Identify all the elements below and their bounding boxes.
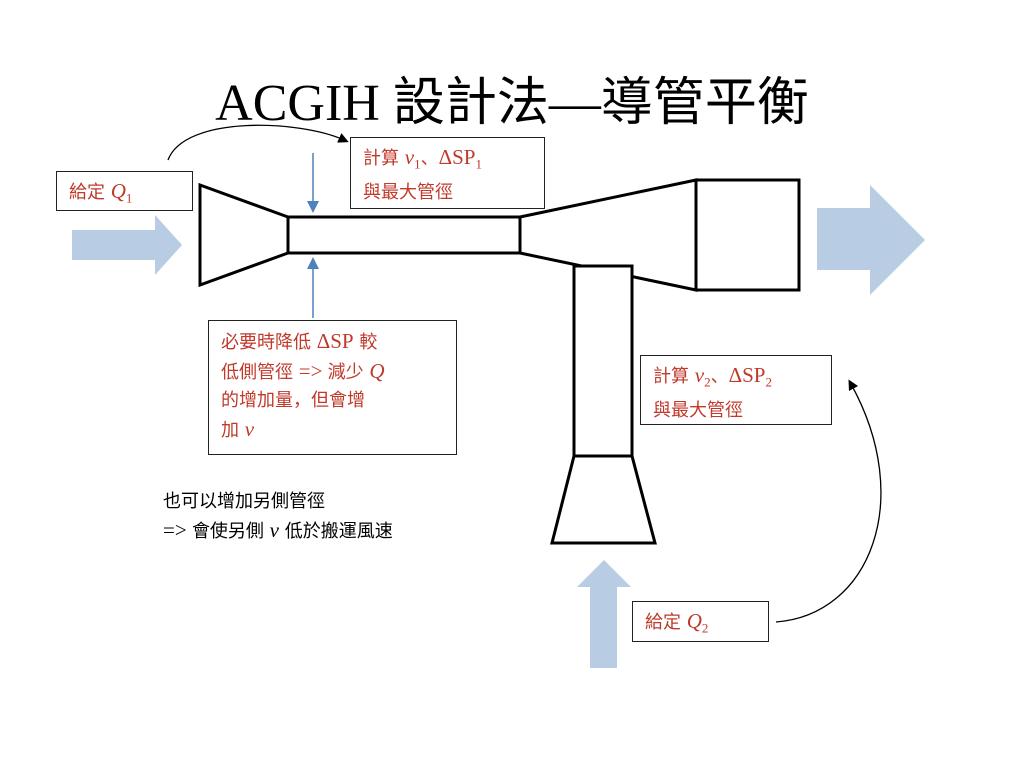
calc-v1-line2: 與最大管徑 (363, 181, 453, 203)
title-cjk: 設計法—導管平衡 (392, 75, 809, 132)
left-hood (198, 182, 290, 288)
reduce-dsp-box: 必要時降低 ΔSP 較 低側管徑 => 減少 Q 的增加量，但會增 加 v (208, 320, 457, 455)
outlet-duct (694, 178, 801, 292)
note-text: 也可以增加另側管徑 => 會使另側 v 低於搬運風速 (163, 491, 393, 542)
curved-arrow-q2-to-calc2 (775, 379, 882, 623)
calc-v2-line1: 計算 v2、ΔSP2 (653, 363, 772, 390)
calc-v2-box: 計算 v2、ΔSP2 與最大管徑 (640, 355, 832, 425)
given-q1-box: 給定 Q1 (56, 171, 193, 211)
main-duct (286, 215, 522, 255)
calc-v2-line2: 與最大管徑 (653, 399, 743, 421)
title-latin: ACGIH (215, 75, 393, 132)
slide-title: ACGIH 設計法—導管平衡 (0, 60, 1024, 135)
given-q2-box: 給定 Q2 (632, 601, 769, 642)
inlet-flow-arrow-left (72, 215, 182, 275)
curved-arrow-q1-to-calc1 (167, 124, 349, 161)
bottom-hood (550, 454, 657, 545)
q-symbol: Q (110, 179, 126, 203)
q-symbol: Q (686, 609, 702, 633)
calc-v1-line1: 計算 v1、ΔSP1 (363, 145, 482, 172)
branch-duct (572, 264, 634, 458)
calc-v1-box: 計算 v1、ΔSP1 與最大管徑 (350, 137, 545, 209)
inlet-flow-arrow-bottom (577, 560, 631, 668)
outlet-flow-arrow-right (817, 185, 925, 295)
